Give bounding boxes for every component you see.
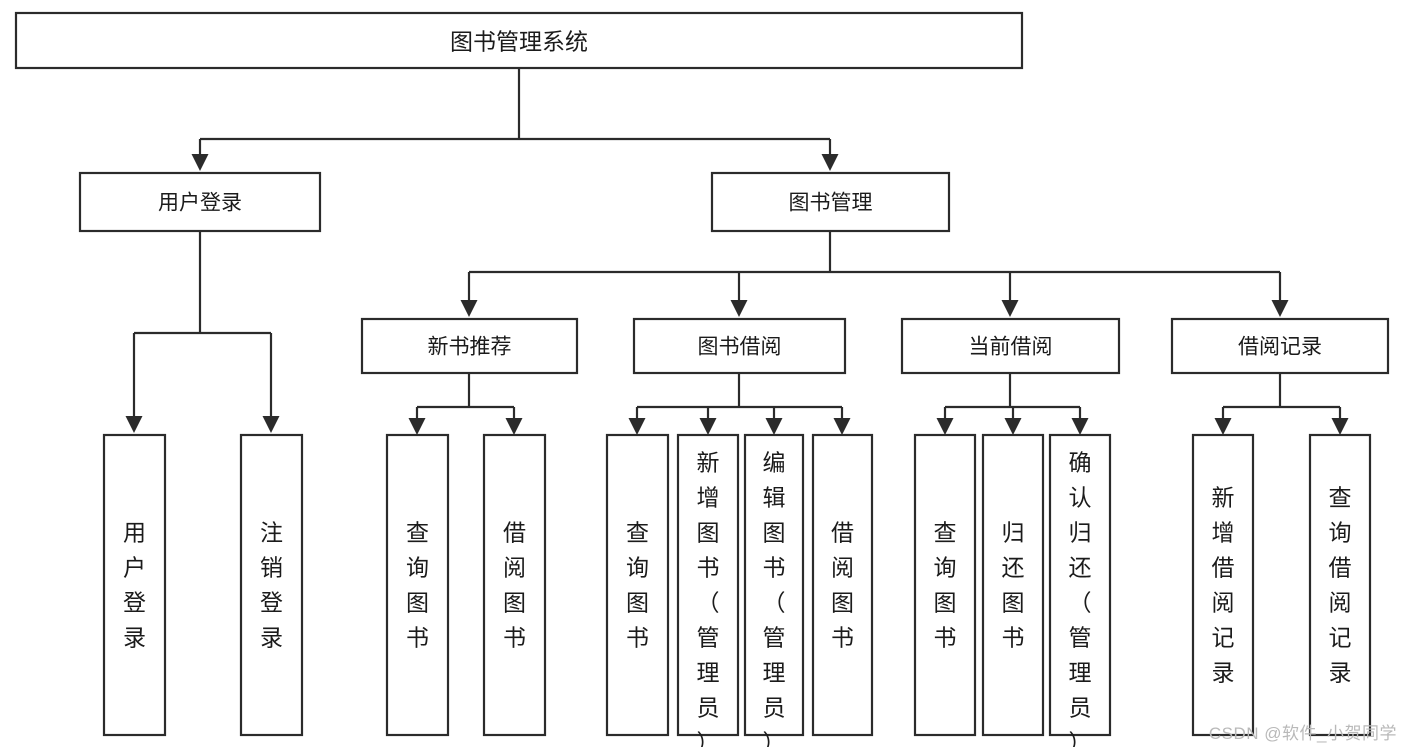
arrow-head-icon	[505, 418, 523, 435]
leaf-label-leaf-query-book-2: 查询图书	[626, 520, 649, 651]
leaf-box-leaf-add-record	[1191, 433, 1255, 737]
leaf-label-leaf-user-login: 用户登录	[123, 520, 146, 651]
leaf-leaf-borrow-book-1[interactable]: 借阅图书	[482, 433, 547, 737]
leaf-label-leaf-query-book-3: 查询图书	[934, 520, 957, 651]
node-box-new-book-recommend	[360, 317, 579, 375]
node-box-book-borrow	[632, 317, 847, 375]
arrow-head-icon	[628, 418, 646, 435]
arrow-head-icon	[125, 416, 143, 433]
leaf-label-leaf-add-book: 新增图书（管理员）	[697, 450, 720, 747]
leaf-box-leaf-user-login	[102, 433, 167, 737]
leaf-leaf-borrow-book-2[interactable]: 借阅图书	[811, 433, 874, 737]
leaf-label-leaf-edit-book: 编辑图书（管理员）	[763, 450, 786, 747]
arrow-head-icon	[262, 416, 280, 433]
leaf-box-leaf-logout	[239, 433, 304, 737]
leaf-label-leaf-return-book: 归还图书	[1002, 520, 1025, 651]
arrow-head-icon	[765, 418, 783, 435]
leaf-label-leaf-add-record: 新增借阅记录	[1212, 485, 1235, 686]
leaf-box-leaf-borrow-book-1	[482, 433, 547, 737]
arrow-head-icon	[730, 300, 748, 317]
node-label-book-borrow: 图书借阅	[698, 336, 782, 359]
leaf-leaf-return-book[interactable]: 归还图书	[981, 433, 1045, 737]
leaf-leaf-logout[interactable]: 注销登录	[239, 433, 304, 737]
arrow-head-icon	[936, 418, 954, 435]
node-root[interactable]: 图书管理系统	[14, 11, 1024, 70]
arrow-head-icon	[1331, 418, 1349, 435]
leaf-label-leaf-query-record: 查询借阅记录	[1329, 485, 1352, 686]
arrow-head-icon	[821, 154, 839, 171]
leaf-leaf-query-record[interactable]: 查询借阅记录	[1308, 433, 1372, 737]
leaf-box-leaf-edit-book	[743, 433, 805, 737]
node-book-manage[interactable]: 图书管理	[710, 171, 951, 233]
arrow-head-icon	[408, 418, 426, 435]
leaf-leaf-add-record[interactable]: 新增借阅记录	[1191, 433, 1255, 737]
leaf-box-leaf-query-record	[1308, 433, 1372, 737]
leaf-label-leaf-borrow-book-2: 借阅图书	[831, 520, 854, 651]
leaf-leaf-user-login[interactable]: 用户登录	[102, 433, 167, 737]
node-new-book-recommend[interactable]: 新书推荐	[360, 317, 579, 375]
node-box-book-manage	[710, 171, 951, 233]
node-user-login[interactable]: 用户登录	[78, 171, 322, 233]
arrow-head-icon	[460, 300, 478, 317]
leaf-label-leaf-logout: 注销登录	[260, 520, 283, 651]
leaf-leaf-add-book[interactable]: 新增图书（管理员）	[676, 433, 740, 747]
leaf-leaf-query-book-3[interactable]: 查询图书	[913, 433, 977, 737]
arrow-head-icon	[1271, 300, 1289, 317]
node-box-current-borrow	[900, 317, 1121, 375]
leaf-box-leaf-return-book	[981, 433, 1045, 737]
leaf-leaf-query-book-2[interactable]: 查询图书	[605, 433, 670, 737]
node-label-borrow-record: 借阅记录	[1238, 336, 1322, 359]
leaf-box-leaf-confirm-return	[1048, 433, 1112, 737]
node-box-user-login	[78, 171, 322, 233]
node-label-book-manage: 图书管理	[789, 192, 873, 215]
node-label-root: 图书管理系统	[450, 29, 588, 55]
leaf-label-leaf-query-book-1: 查询图书	[406, 520, 429, 651]
node-label-user-login: 用户登录	[158, 192, 242, 215]
leaf-box-leaf-borrow-book-2	[811, 433, 874, 737]
leaf-box-leaf-add-book	[676, 433, 740, 737]
leaf-box-leaf-query-book-1	[385, 433, 450, 737]
node-current-borrow[interactable]: 当前借阅	[900, 317, 1121, 375]
node-box-borrow-record	[1170, 317, 1390, 375]
arrow-head-icon	[1004, 418, 1022, 435]
leaf-box-leaf-query-book-3	[913, 433, 977, 737]
node-label-current-borrow: 当前借阅	[969, 336, 1053, 359]
node-borrow-record[interactable]: 借阅记录	[1170, 317, 1390, 375]
node-box-root	[14, 11, 1024, 70]
node-book-borrow[interactable]: 图书借阅	[632, 317, 847, 375]
leaf-label-leaf-borrow-book-1: 借阅图书	[503, 520, 526, 651]
leaf-label-leaf-confirm-return: 确认归还（管理员）	[1069, 450, 1092, 747]
arrow-head-icon	[191, 154, 209, 171]
leaf-leaf-query-book-1[interactable]: 查询图书	[385, 433, 450, 737]
arrow-head-icon	[1214, 418, 1232, 435]
arrow-head-icon	[699, 418, 717, 435]
arrow-head-icon	[1001, 300, 1019, 317]
arrow-head-icon	[1071, 418, 1089, 435]
node-layer: 图书管理系统用户登录图书管理新书推荐图书借阅当前借阅借阅记录用户登录注销登录查询…	[14, 11, 1390, 747]
leaf-leaf-edit-book[interactable]: 编辑图书（管理员）	[743, 433, 805, 747]
node-label-new-book-recommend: 新书推荐	[428, 336, 512, 359]
connector-layer	[125, 68, 1349, 435]
leaf-box-leaf-query-book-2	[605, 433, 670, 737]
leaf-leaf-confirm-return[interactable]: 确认归还（管理员）	[1048, 433, 1112, 747]
arrow-head-icon	[833, 418, 851, 435]
